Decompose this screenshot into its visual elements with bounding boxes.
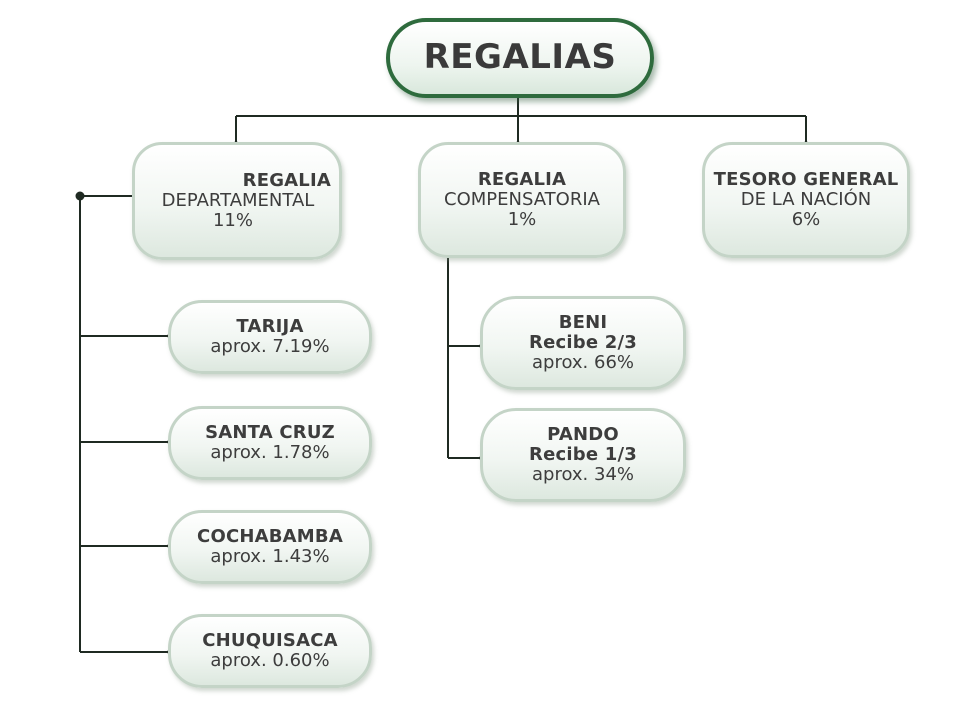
department-value: aprox. 7.19% — [210, 336, 330, 357]
node-santa-cruz: SANTA CRUZ aprox. 1.78% — [168, 406, 372, 480]
node-subtitle: DE LA NACIÓN — [740, 189, 872, 211]
node-pando: PANDO Recibe 1/3 aprox. 34% — [480, 408, 686, 502]
department-name: CHUQUISACA — [202, 630, 338, 652]
department-value: aprox. 0.60% — [210, 650, 330, 671]
node-title: REGALIA — [477, 169, 567, 191]
node-title: REGALIA — [242, 170, 331, 192]
department-name: COCHABAMBA — [197, 526, 343, 548]
department-name: SANTA CRUZ — [205, 422, 335, 444]
root-node-regalias: REGALIAS — [386, 18, 654, 98]
dot-spine-top — [75, 191, 85, 201]
department-share: Recibe 1/3 — [529, 444, 637, 466]
department-share: Recibe 2/3 — [529, 332, 637, 354]
node-percent: 11% — [212, 209, 253, 231]
department-value: aprox. 1.43% — [210, 546, 330, 567]
root-title: REGALIAS — [423, 37, 617, 78]
node-beni: BENI Recibe 2/3 aprox. 66% — [480, 296, 686, 390]
node-chuquisaca: CHUQUISACA aprox. 0.60% — [168, 614, 372, 688]
node-percent: 1% — [507, 208, 537, 230]
node-title: TESORO GENERAL — [713, 169, 899, 191]
node-regalia-compensatoria: REGALIA COMPENSATORIA 1% — [418, 142, 626, 258]
node-tarija: TARIJA aprox. 7.19% — [168, 300, 372, 374]
node-subtitle: COMPENSATORIA — [444, 189, 600, 211]
department-name: PANDO — [547, 424, 619, 446]
node-tesoro-general: TESORO GENERAL DE LA NACIÓN 6% — [702, 142, 910, 258]
department-value: aprox. 34% — [531, 463, 635, 485]
department-name: BENI — [558, 312, 608, 334]
department-value: aprox. 66% — [531, 351, 635, 373]
node-percent: 6% — [791, 208, 821, 230]
node-regalia-departamental: REGALIA DEPARTAMENTAL 11% — [132, 142, 342, 260]
node-subtitle: DEPARTAMENTAL — [161, 190, 315, 212]
department-name: TARIJA — [236, 316, 304, 338]
department-value: aprox. 1.78% — [210, 442, 330, 463]
node-cochabamba: COCHABAMBA aprox. 1.43% — [168, 510, 372, 584]
